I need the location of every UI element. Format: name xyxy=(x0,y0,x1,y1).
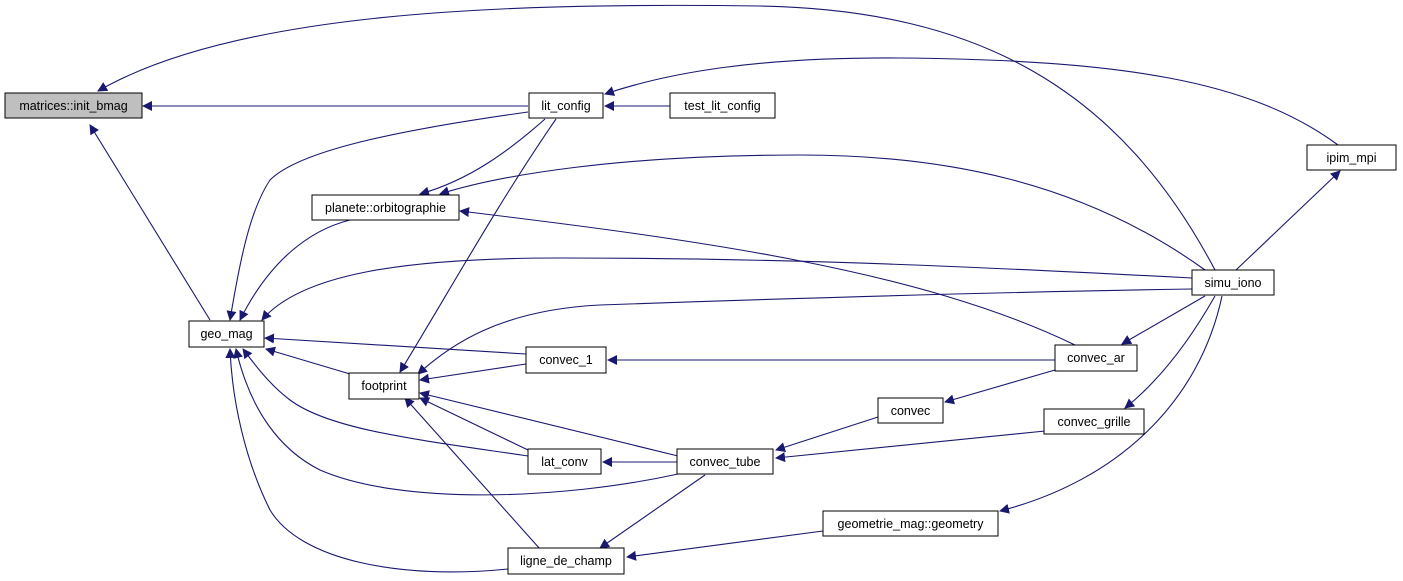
node-test-lit-config[interactable]: test_lit_config xyxy=(669,92,776,119)
node-label: convec_grille xyxy=(1058,415,1131,429)
node-label: convec_ar xyxy=(1067,351,1125,365)
edge-convec-tube-to-geo-mag xyxy=(233,348,679,496)
node-label: geometrie_mag::geometry xyxy=(838,517,985,531)
node-ipim-mpi[interactable]: ipim_mpi xyxy=(1306,144,1397,171)
node-lit-config[interactable]: lit_config xyxy=(528,92,604,119)
node-convec-tube[interactable]: convec_tube xyxy=(676,448,774,475)
node-geometry[interactable]: geometrie_mag::geometry xyxy=(822,510,999,537)
edge-geometry-to-ligne-de-champ xyxy=(626,530,824,561)
edge-simu-iono-to-geo-mag xyxy=(261,257,1193,321)
node-convec-ar[interactable]: convec_ar xyxy=(1054,344,1138,372)
node-label: ligne_de_champ xyxy=(520,554,612,568)
edge-convec-tube-to-ligne-de-champ xyxy=(599,474,706,549)
edge-ligne-de-champ-to-geo-mag xyxy=(225,348,509,573)
edge-simu-iono-to-geometry xyxy=(999,295,1223,514)
edge-geo-mag-to-init-bmag xyxy=(89,124,211,321)
nodes: matrices::init_bmag lit_config test_lit_… xyxy=(4,92,1397,575)
node-convec-grille[interactable]: convec_grille xyxy=(1043,408,1145,435)
edge-orbitographie-to-geo-mag xyxy=(239,219,351,321)
node-label: lat_conv xyxy=(541,455,588,469)
edge-convec-1-to-footprint xyxy=(419,363,527,384)
edge-ipim-mpi-to-lit-config xyxy=(604,57,1339,146)
node-orbitographie[interactable]: planete::orbitographie xyxy=(311,194,460,221)
node-label: convec_1 xyxy=(539,353,593,367)
node-label: planete::orbitographie xyxy=(325,201,446,215)
edge-simu-iono-to-ipim-mpi xyxy=(1235,170,1341,271)
node-label: convec xyxy=(891,404,931,418)
edge-ligne-de-champ-to-footprint xyxy=(404,397,541,550)
node-ligne-de-champ[interactable]: ligne_de_champ xyxy=(507,547,625,575)
node-label: matrices::init_bmag xyxy=(19,99,127,113)
edge-simu-iono-to-init-bmag xyxy=(97,4,1216,271)
node-footprint[interactable]: footprint xyxy=(348,372,420,400)
edge-lat-conv-to-geo-mag xyxy=(242,348,529,457)
edge-convec-ar-to-orbitographie xyxy=(459,207,1076,346)
node-label: footprint xyxy=(361,379,407,393)
edge-convec-1-to-geo-mag xyxy=(264,333,527,355)
edge-simu-iono-to-convec-grille xyxy=(1124,295,1216,409)
node-label: ipim_mpi xyxy=(1326,151,1376,165)
edge-simu-iono-to-convec-ar xyxy=(1121,295,1206,345)
node-geo-mag[interactable]: geo_mag xyxy=(188,320,265,348)
node-label: simu_iono xyxy=(1205,276,1262,290)
node-convec-1[interactable]: convec_1 xyxy=(525,346,607,374)
node-label: test_lit_config xyxy=(684,99,760,113)
edge-simu-iono-to-footprint xyxy=(417,288,1193,375)
edge-convec-ar-to-convec xyxy=(944,369,1056,405)
edge-lat-conv-to-footprint xyxy=(419,397,529,451)
node-label: lit_config xyxy=(541,99,590,113)
edge-simu-iono-to-orbitographie xyxy=(439,154,1206,271)
edge-footprint-to-geo-mag xyxy=(265,346,351,375)
edge-convec-to-convec-tube xyxy=(775,416,879,452)
edge-lit-config-to-footprint xyxy=(399,118,557,373)
edge-convec-grille-to-convec-tube xyxy=(775,430,1046,463)
node-label: geo_mag xyxy=(200,327,252,341)
edge-lit-config-to-orbitographie xyxy=(419,118,546,197)
edge-convec-tube-to-footprint xyxy=(419,390,679,457)
node-simu-iono[interactable]: simu_iono xyxy=(1191,269,1275,296)
node-init-bmag[interactable]: matrices::init_bmag xyxy=(4,92,143,119)
edge-lit-config-to-geo-mag xyxy=(226,111,529,321)
node-label: convec_tube xyxy=(690,455,761,469)
edges xyxy=(89,4,1341,573)
node-convec[interactable]: convec xyxy=(877,397,944,424)
node-lat-conv[interactable]: lat_conv xyxy=(527,448,602,475)
